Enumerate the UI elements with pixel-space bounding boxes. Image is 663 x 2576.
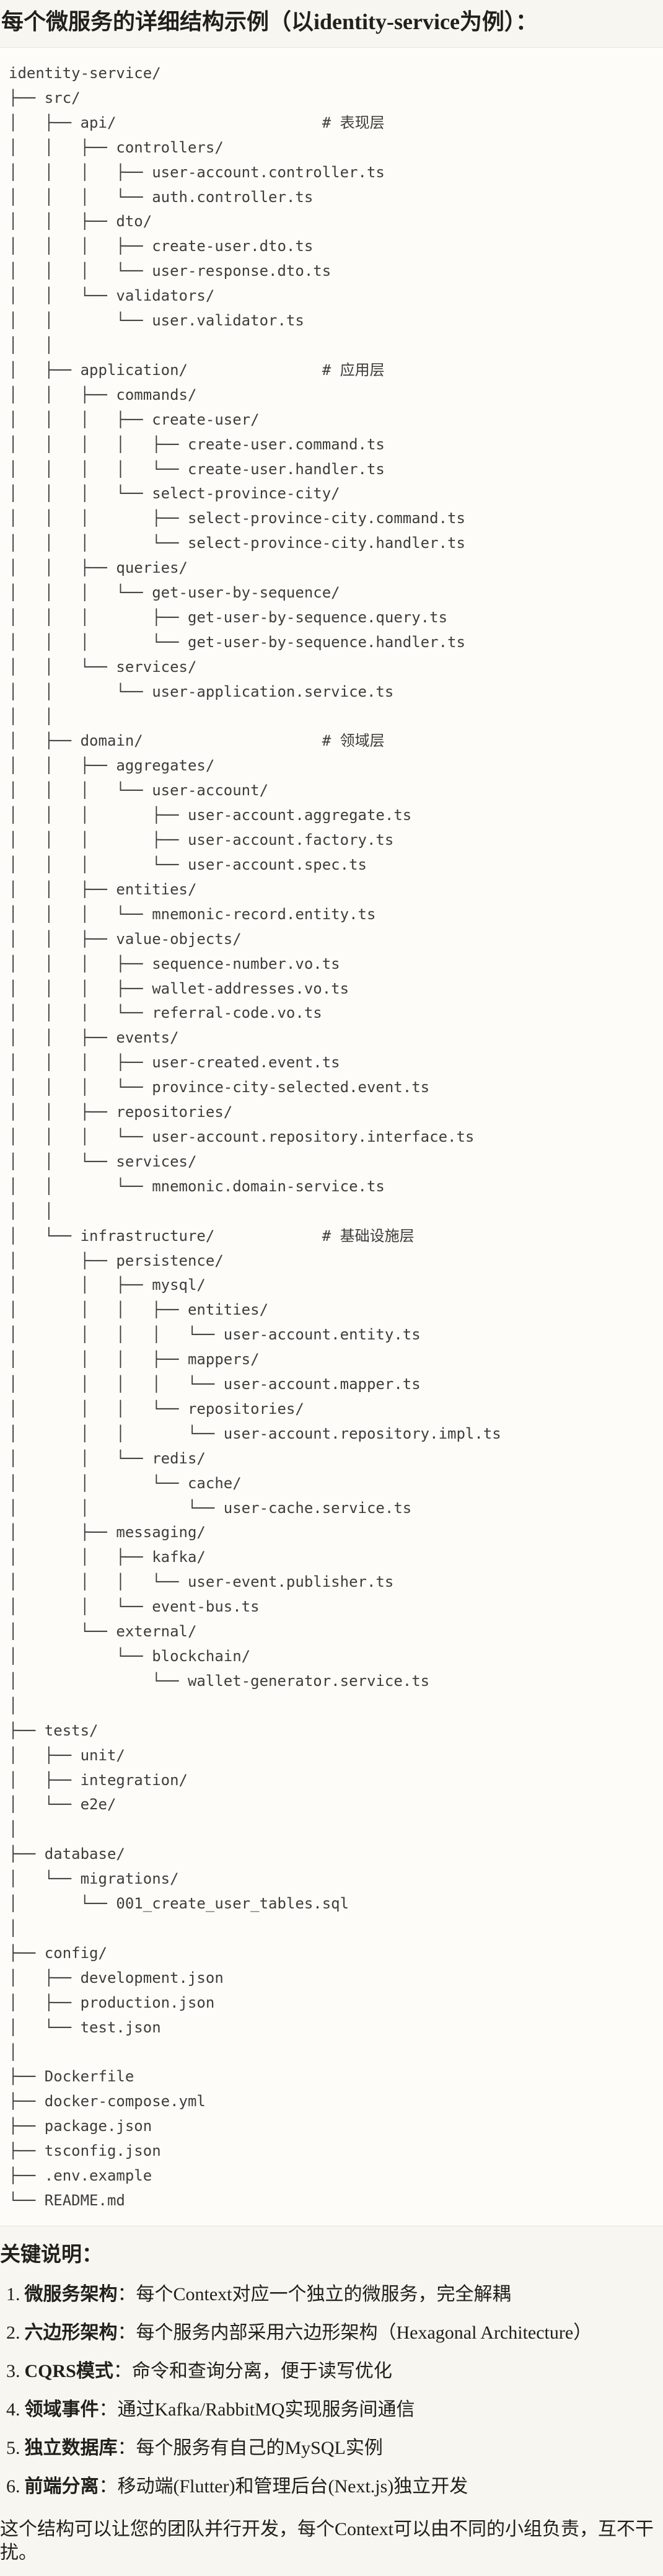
note-text: ：命令和查询分离，便于读写优化 [113,2360,392,2381]
note-number: 2. [6,2322,20,2343]
note-number: 3. [6,2360,20,2381]
note-number: 6. [6,2476,20,2497]
note-text: ：移动端(Flutter)和管理后台(Next.js)独立开发 [99,2476,468,2497]
note-item-2: 2.六边形架构：每个服务内部采用六边形架构（Hexagonal Architec… [0,2322,663,2344]
note-label: 独立数据库 [24,2437,118,2458]
note-number: 5. [6,2437,20,2458]
code-block: identity-service/ ├── src/ │ ├── api/ # … [0,47,663,2226]
footer-note: 这个结构可以让您的团队并行开发，每个Context可以由不同的小组负责，互不干扰… [0,2518,654,2563]
note-label: 六边形架构 [24,2322,118,2343]
note-item-4: 4.领域事件：通过Kafka/RabbitMQ实现服务间通信 [0,2399,663,2421]
note-text: ：每个服务内部采用六边形架构（Hexagonal Architecture） [117,2322,592,2343]
note-text: ：通过Kafka/RabbitMQ实现服务间通信 [99,2399,415,2420]
note-item-1: 1.微服务架构：每个Context对应一个独立的微服务，完全解耦 [0,2283,663,2306]
note-text: ：每个服务有自己的MySQL实例 [117,2437,383,2458]
page-title: 每个微服务的详细结构示例（以identity-service为例）： [1,9,538,34]
note-item-3: 3.CQRS模式：命令和查询分离，便于读写优化 [0,2360,663,2383]
note-label: 前端分离 [24,2476,99,2497]
note-label: 微服务架构 [24,2283,118,2305]
note-number: 4. [6,2399,20,2420]
file-tree: identity-service/ ├── src/ │ ├── api/ # … [9,64,501,2209]
note-label: CQRS模式 [24,2360,113,2381]
note-item-6: 6.前端分离：移动端(Flutter)和管理后台(Next.js)独立开发 [0,2476,663,2498]
note-text: ：每个Context对应一个独立的微服务，完全解耦 [117,2283,511,2305]
note-number: 1. [6,2283,20,2305]
note-item-5: 5.独立数据库：每个服务有自己的MySQL实例 [0,2437,663,2459]
note-label: 领域事件 [24,2399,99,2420]
notes-heading: 关键说明： [0,2243,102,2266]
